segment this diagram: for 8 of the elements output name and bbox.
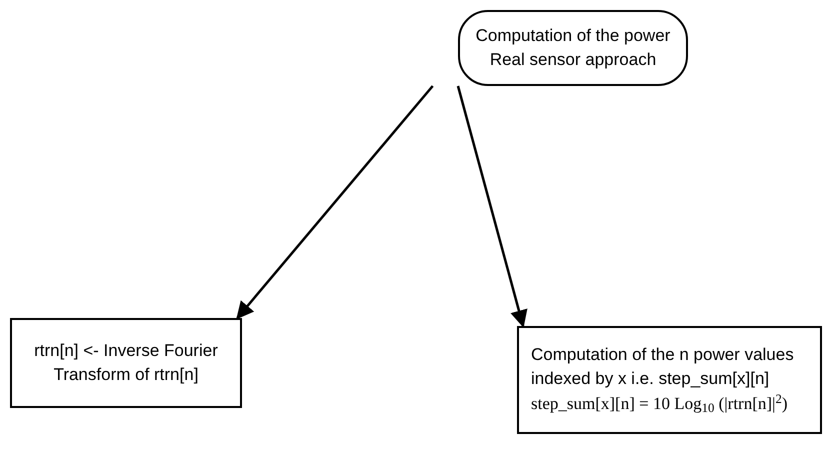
arrow xyxy=(236,85,434,320)
arrow xyxy=(456,86,528,328)
rounded-box xyxy=(458,10,688,86)
box-text: Computation of the power Real sensor approach xyxy=(474,25,672,71)
formula-text: step_sum[x][n] = 10 Log$_{10}$ (|rtrn[n]|$^{2}$) xyxy=(531,391,788,417)
box-text: rtrn[n] <- Inverse Fourier Transform of rtrn[n] xyxy=(33,340,219,386)
process-box xyxy=(517,326,822,434)
process-box xyxy=(10,318,242,408)
